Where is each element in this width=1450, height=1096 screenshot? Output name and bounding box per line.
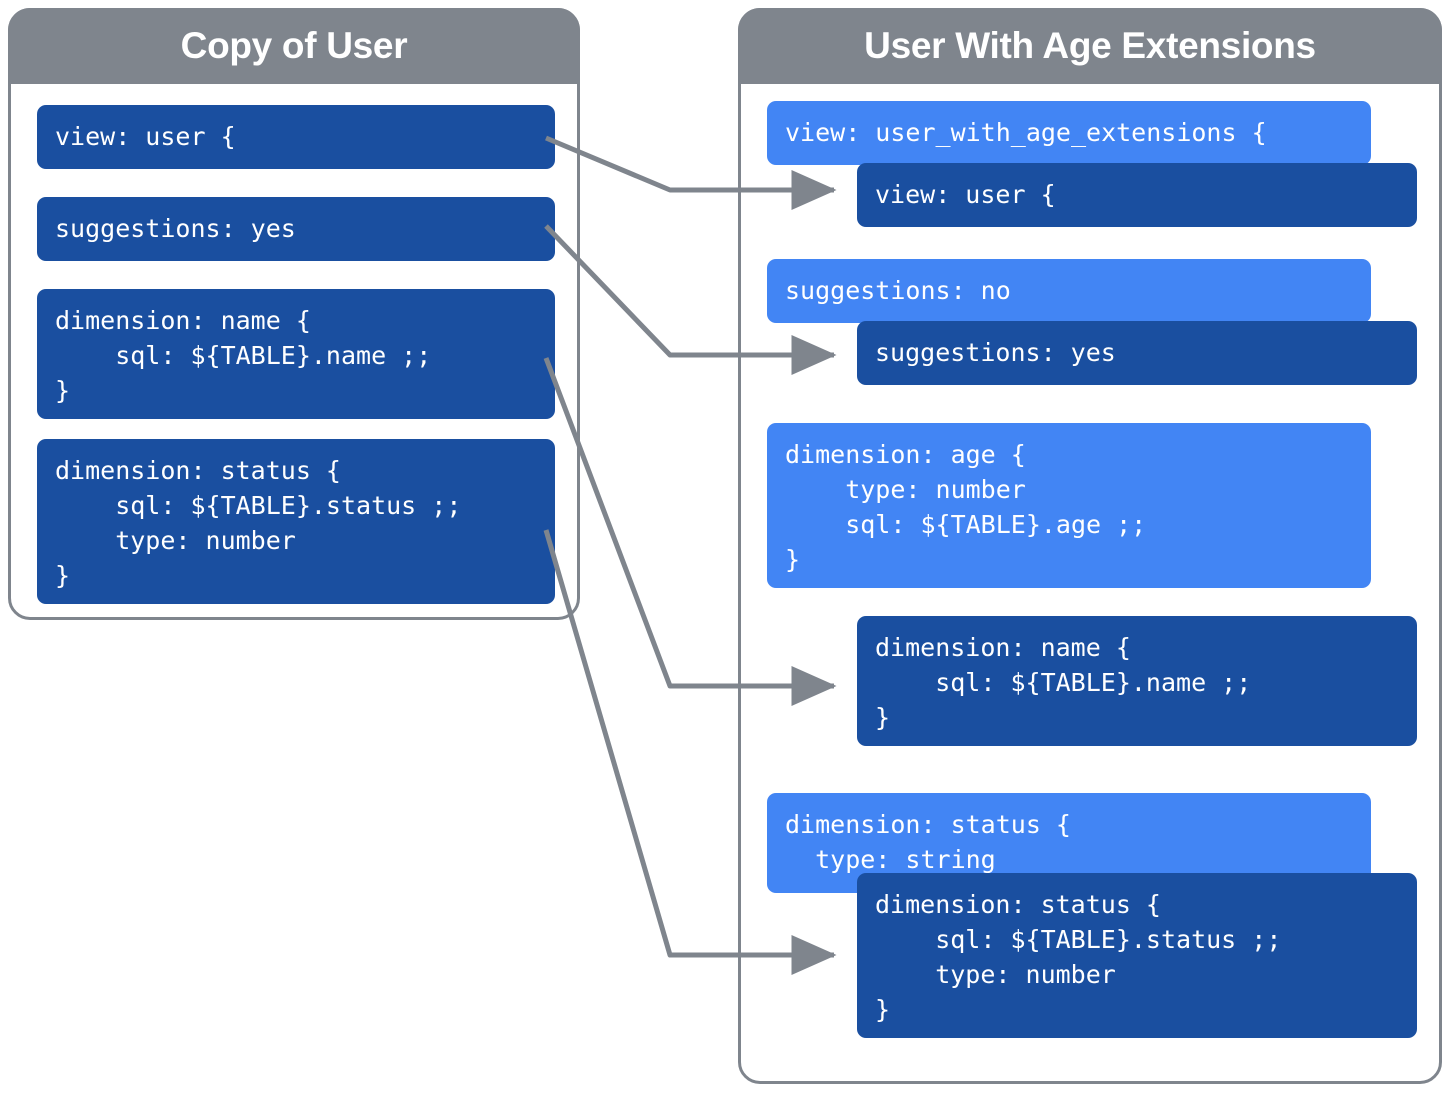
code-block-right-dimension-status-dark: dimension: status { sql: ${TABLE}.status… [857,873,1417,1038]
panel-copy-of-user: Copy of User view: user { suggestions: y… [8,8,580,620]
code-block-left-dimension-status: dimension: status { sql: ${TABLE}.status… [37,439,555,604]
code-block-right-dimension-age: dimension: age { type: number sql: ${TAB… [767,423,1371,588]
code-block-right-view-user: view: user { [857,163,1417,227]
code-block-right-suggestions-no: suggestions: no [767,259,1371,323]
code-block-left-dimension-name: dimension: name { sql: ${TABLE}.name ;; … [37,289,555,419]
panel-left-title: Copy of User [180,25,408,66]
code-block-right-dimension-name: dimension: name { sql: ${TABLE}.name ;; … [857,616,1417,746]
code-block-right-view-extension: view: user_with_age_extensions { [767,101,1371,165]
panel-right-header: User With Age Extensions [738,8,1442,84]
code-block-right-suggestions-yes: suggestions: yes [857,321,1417,385]
code-block-left-view: view: user { [37,105,555,169]
panel-left-header: Copy of User [8,8,580,84]
code-block-left-suggestions: suggestions: yes [37,197,555,261]
panel-right-title: User With Age Extensions [864,25,1316,66]
panel-user-with-age-extensions: User With Age Extensions view: user_with… [738,8,1442,1084]
